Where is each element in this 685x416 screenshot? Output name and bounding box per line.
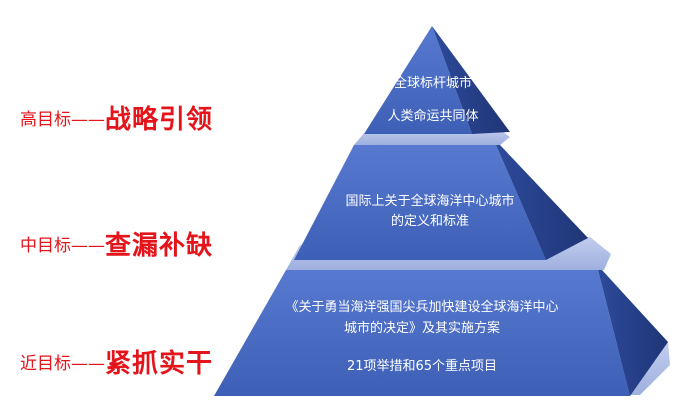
- label-high-prefix: 高目标——: [20, 110, 105, 130]
- tier-middle-text-2: 的定义和标准: [390, 214, 469, 229]
- tier-top-front: [364, 26, 472, 134]
- tier-bottom-text-2: 城市的决定》及其实施方案: [343, 321, 500, 336]
- tier-middle-side: [496, 145, 588, 260]
- label-near-goal: 近目标—— 紧抓实干: [20, 343, 213, 380]
- tier-bottom-front: [214, 270, 630, 396]
- tier-bottom-text-3: 21项举措和65个重点项目: [346, 359, 498, 374]
- label-high-goal: 高目标—— 战略引领: [20, 99, 213, 136]
- label-mid-title: 查漏补缺: [105, 231, 214, 261]
- label-near-title: 紧抓实干: [105, 349, 214, 379]
- tier-bottom-side: [598, 270, 668, 396]
- tier-top-side: [432, 26, 510, 134]
- tier-middle-text-1: 国际上关于全球海洋中心城市: [345, 194, 515, 209]
- label-near-prefix: 近目标——: [20, 354, 105, 374]
- tier-middle-front: [294, 145, 546, 260]
- label-mid-prefix: 中目标——: [20, 236, 105, 256]
- label-high-title: 战略引领: [105, 105, 214, 135]
- tier-top-text-2: 人类命运共同体: [387, 109, 479, 124]
- label-mid-goal: 中目标—— 查漏补缺: [20, 225, 213, 262]
- tier-top-text-1: 全球标杆城市: [393, 76, 472, 91]
- tier-bottom-text-1: 《关于勇当海洋强国尖兵加快建设全球海洋中心: [285, 300, 559, 315]
